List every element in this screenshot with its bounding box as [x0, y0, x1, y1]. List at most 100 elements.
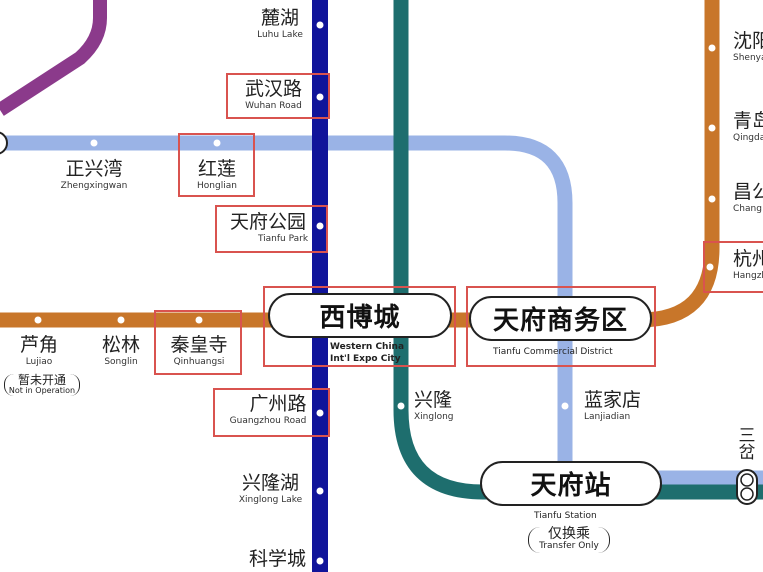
station-name-en: Qingdao — [733, 133, 763, 143]
station-name-cn: 天府商务区 — [492, 306, 628, 336]
note-cn: 暂未开通 — [17, 373, 66, 387]
tianfu-cbd-name-en: Tianfu Commercial District — [493, 347, 613, 357]
station-name-cn: 红莲 — [197, 158, 236, 180]
dot-xinglong-lake — [316, 487, 324, 495]
note-en: Not in Operation — [8, 386, 76, 395]
dot-changsha — [708, 195, 716, 203]
highlight-xibocheng — [263, 286, 456, 367]
station-name-en: Chang — [733, 204, 762, 214]
station-songlin[interactable]: 松林 Songlin — [90, 336, 152, 367]
station-xinglong-lake[interactable]: 兴隆湖 Xinglong Lake — [228, 474, 313, 505]
station-lanjiadian[interactable]: 蓝家店 Lanjiadian — [584, 391, 664, 422]
station-name-en: Guangzhou Road — [229, 416, 307, 426]
station-tianfu-cbd[interactable]: 天府商务区 — [469, 296, 652, 341]
station-name-en: Shenyang — [733, 53, 763, 63]
station-name-en: Wuhan Road — [245, 101, 302, 111]
station-name-en: Tianfu Park — [257, 234, 309, 244]
dot-qingdao — [708, 124, 716, 132]
station-name-en: Xinglong Lake — [238, 495, 303, 505]
tianfu-station-note: 仅换乘 Transfer Only — [528, 527, 610, 553]
station-zhengxingwan[interactable]: 正兴湾 Zhengxingwan — [54, 160, 134, 191]
dot-tianfu-park — [316, 222, 324, 230]
highlight-honglian — [178, 133, 255, 197]
station-xinglong[interactable]: 兴隆 Xinglong — [414, 391, 468, 422]
station-tianfu-station[interactable]: 天府站 — [480, 461, 662, 506]
station-name-cn: 天府站 — [530, 471, 612, 501]
station-sancha[interactable]: 三岔 — [737, 428, 757, 462]
note-cn: 仅换乘 — [548, 526, 590, 542]
station-qingdao[interactable]: 青岛 Qingdao — [733, 112, 763, 143]
station-name-cn: 蓝家店 — [584, 389, 642, 411]
highlight-guangzhou-road — [213, 388, 330, 437]
station-lujiao[interactable]: 芦角 Lujiao — [0, 336, 78, 367]
xibocheng-name-en-2: Int'l Expo City — [330, 354, 401, 364]
station-name-cn: 兴隆 — [414, 389, 453, 411]
station-name-cn: 青岛 — [733, 110, 763, 132]
station-name-cn: 广州路 — [249, 393, 307, 415]
dot-shenyang — [708, 44, 716, 52]
dot-qinhuangsi — [195, 316, 203, 324]
note-en: Transfer Only — [539, 541, 599, 551]
dot-honglian — [213, 139, 221, 147]
station-lujiao-note: 暂未开通 Not in Operation — [4, 374, 80, 396]
station-name-cn: 武汉路 — [244, 78, 302, 100]
station-name-cn: 杭州 — [733, 248, 763, 270]
station-name-cn: 天府公园 — [229, 211, 306, 233]
station-luhu-lake[interactable]: 麓湖 Luhu Lake — [245, 9, 315, 40]
dot-luhu-lake — [316, 21, 324, 29]
station-name-en: Honglian — [197, 181, 237, 191]
light-blue-line — [0, 135, 763, 486]
station-name-en: Qinhuangsi — [173, 357, 225, 367]
station-name-en: Hangzhou — [733, 271, 763, 281]
station-name-en: Lujiao — [25, 357, 53, 367]
dot-guangzhou-road — [316, 409, 324, 417]
highlight-wuhan-road — [226, 73, 330, 119]
station-qinhuangsi[interactable]: 秦皇寺 Qinhuangsi — [158, 336, 240, 367]
station-name-cn: 秦皇寺 — [170, 334, 228, 356]
tianfu-station-name-en: Tianfu Station — [534, 511, 597, 521]
station-kexuecheng[interactable]: 科学城 — [240, 550, 315, 569]
station-name-cn: 三岔 — [738, 426, 756, 463]
purple-line — [0, 0, 107, 116]
dot-xinglong — [397, 402, 405, 410]
highlight-tianfu-park — [215, 205, 328, 253]
station-name-en: Lanjiadian — [584, 412, 631, 422]
station-name-cn: 西博城 — [319, 303, 401, 333]
station-shenyang[interactable]: 沈阳 Shenyang — [733, 32, 763, 63]
station-name-cn: 芦角 — [19, 334, 58, 356]
dot-kexuecheng — [316, 557, 324, 565]
station-dots — [34, 21, 716, 565]
station-name-cn: 兴隆湖 — [241, 472, 299, 494]
dot-zhengxingwan — [90, 139, 98, 147]
station-xibocheng[interactable]: 西博城 — [268, 293, 452, 338]
highlight-tianfu-cbd — [466, 286, 656, 367]
station-name-cn: 昌公 — [733, 181, 763, 203]
station-wuhan-road[interactable]: 武汉路 Wuhan Road — [230, 80, 317, 111]
teal-line — [393, 0, 763, 500]
highlight-qinhuangsi — [154, 310, 242, 375]
dot-wuhan-road — [316, 93, 324, 101]
station-guangzhou-road[interactable]: 广州路 Guangzhou Road — [218, 395, 318, 426]
dot-songlin — [117, 316, 125, 324]
dot-lujiao — [34, 316, 42, 324]
station-name-en: Xinglong — [414, 412, 454, 422]
left-interchange-circle — [0, 131, 8, 155]
station-tianfu-park[interactable]: 天府公园 Tianfu Park — [218, 213, 318, 244]
station-changsha[interactable]: 昌公 Chang — [733, 183, 763, 214]
station-name-en: Songlin — [104, 357, 138, 367]
station-name-en: Zhengxingwan — [60, 181, 128, 191]
station-name-cn: 松林 — [101, 334, 140, 356]
station-name-cn: 正兴湾 — [65, 158, 123, 180]
station-name-cn: 麓湖 — [260, 7, 299, 29]
station-hangzhou[interactable]: 杭州 Hangzhou — [733, 250, 763, 281]
station-honglian[interactable]: 红莲 Honglian — [182, 160, 252, 191]
station-name-cn: 沈阳 — [733, 30, 763, 52]
station-name-cn: 科学城 — [248, 548, 306, 570]
xibocheng-name-en-1: Western China — [330, 342, 405, 352]
highlight-hangzhou — [703, 241, 763, 293]
dot-hangzhou — [706, 263, 714, 271]
station-name-en: Luhu Lake — [257, 30, 303, 40]
sancha-interchange — [736, 469, 758, 505]
dot-lanjiadian — [561, 402, 569, 410]
